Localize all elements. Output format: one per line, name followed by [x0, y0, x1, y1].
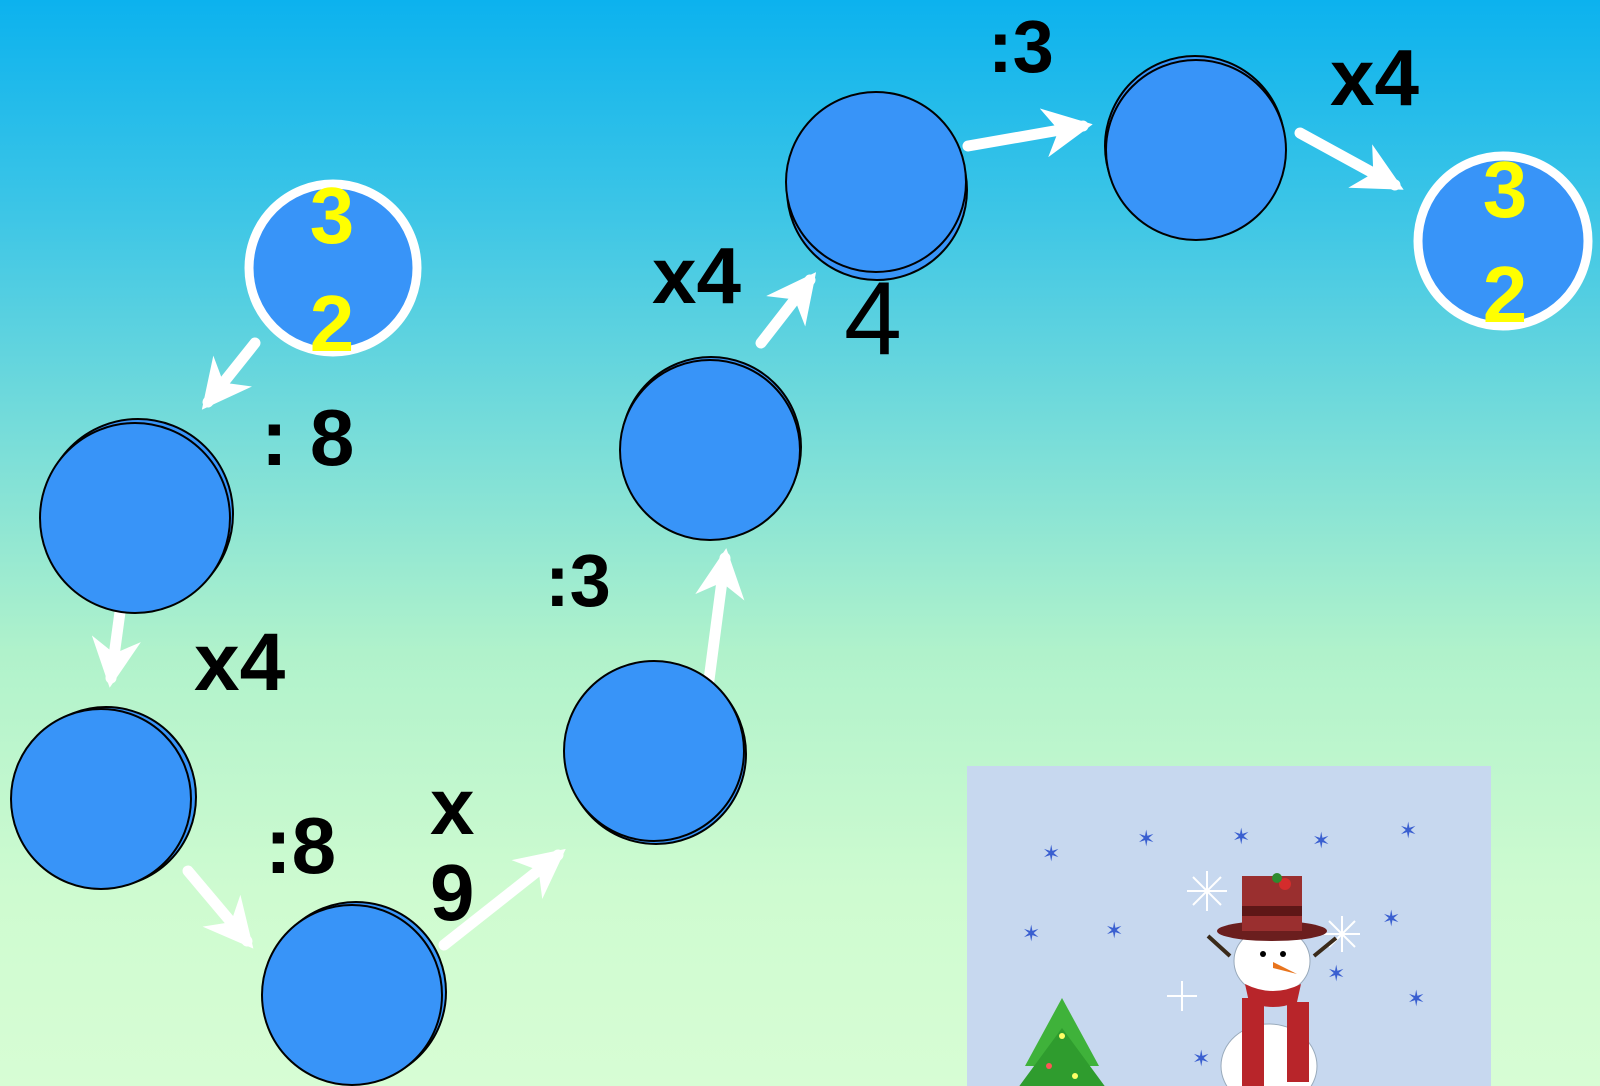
snowman-illustration: ✶ ✶ ✶ ✶ ✶ ✶ ✶ ✶ ✶ ✶ ✶: [967, 766, 1491, 1086]
operation-label-div8: : 8: [261, 398, 354, 478]
svg-text:✶: ✶: [1232, 825, 1250, 850]
svg-text:✶: ✶: [1382, 907, 1400, 932]
snowflakes: ✶ ✶ ✶ ✶ ✶ ✶ ✶ ✶ ✶ ✶ ✶: [1022, 819, 1425, 1072]
svg-text:✶: ✶: [1137, 827, 1155, 852]
svg-text:✶: ✶: [1327, 962, 1345, 987]
snowman: [1208, 873, 1336, 1086]
operation-label-div3-a: :3: [545, 544, 611, 618]
operation-label-div3-b: :3: [988, 10, 1054, 84]
partial-digit-label: 4: [844, 267, 902, 371]
end-digit-2: 2: [1475, 251, 1535, 339]
node-4[interactable]: [564, 661, 746, 844]
svg-text:✶: ✶: [1407, 987, 1425, 1012]
snowman-picture: ✶ ✶ ✶ ✶ ✶ ✶ ✶ ✶ ✶ ✶ ✶: [967, 766, 1491, 1086]
operation-label-x4-b: x4: [652, 236, 741, 316]
svg-text:✶: ✶: [1312, 829, 1330, 854]
node-5[interactable]: [620, 357, 801, 540]
svg-text:✶: ✶: [1042, 842, 1060, 867]
operation-label-x4-a: x4: [194, 622, 285, 704]
operation-label-div8-b: :8: [265, 806, 336, 886]
christmas-tree: [1012, 998, 1112, 1086]
node-2[interactable]: [11, 707, 196, 889]
start-digit-2: 2: [302, 280, 362, 368]
start-digit-3: 3: [302, 172, 362, 260]
node-7[interactable]: [1105, 56, 1286, 240]
node-3[interactable]: [262, 902, 446, 1085]
svg-text:✶: ✶: [1105, 919, 1123, 944]
node-6[interactable]: [786, 92, 967, 280]
node-1[interactable]: [40, 419, 233, 613]
end-digit-3: 3: [1475, 146, 1535, 234]
svg-text:✶: ✶: [1192, 1047, 1210, 1072]
operation-label-x9: x 9: [430, 764, 475, 936]
svg-text:✶: ✶: [1022, 922, 1040, 947]
svg-text:✶: ✶: [1399, 819, 1417, 844]
operation-label-x4-c: x4: [1330, 38, 1419, 118]
